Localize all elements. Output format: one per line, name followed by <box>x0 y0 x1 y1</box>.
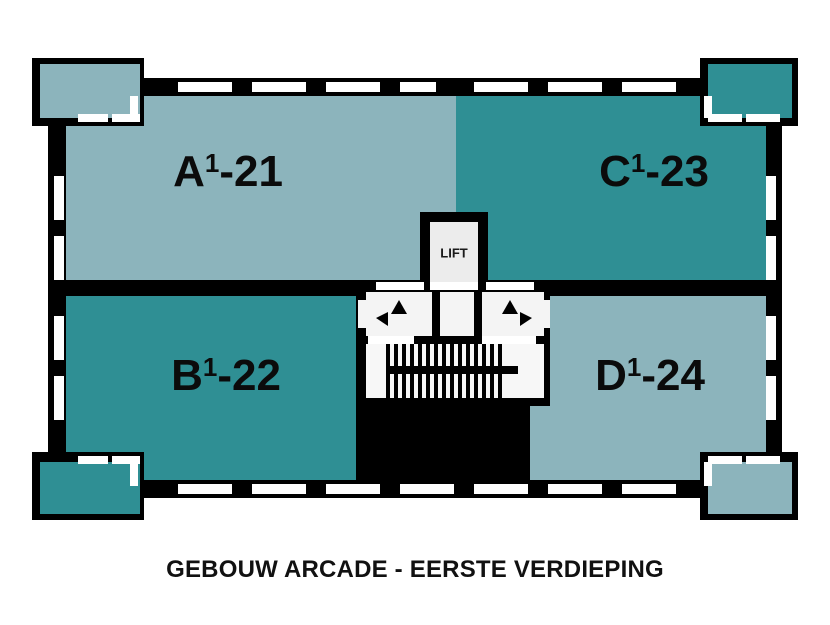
balcony-br-fill <box>708 462 792 514</box>
window-left-2 <box>54 236 64 280</box>
unit-c-base: C <box>599 147 631 196</box>
window-top-7 <box>622 82 676 92</box>
balcony-br-door-2 <box>746 456 780 464</box>
divider-wall-right <box>520 280 782 296</box>
window-bottom-4 <box>400 484 454 494</box>
unit-label-a: A1-21 <box>173 147 283 196</box>
balcony-bottom-right <box>700 452 798 520</box>
unit-d-base: D <box>595 351 627 400</box>
balcony-tr-door-3 <box>704 96 712 118</box>
top-wall-windows <box>178 82 676 92</box>
window-top-1 <box>178 82 232 92</box>
mid-divider-wall <box>48 280 782 296</box>
window-top-2 <box>252 82 306 92</box>
balcony-br-door-1 <box>708 456 742 464</box>
unit-b-superscript: 1 <box>203 352 217 382</box>
unit-label-c: C1-23 <box>599 147 709 196</box>
window-bottom-6 <box>548 484 602 494</box>
plan-caption: GEBOUW ARCADE - EERSTE VERDIEPING <box>166 556 664 583</box>
balcony-tl-door-3 <box>130 96 138 118</box>
arrow-right-icon <box>520 312 532 326</box>
landing-left-top-gap <box>376 282 424 290</box>
window-bottom-2 <box>252 484 306 494</box>
window-right-4 <box>766 376 776 420</box>
unit-labels: A1-21 C1-23 B1-22 D1-24 <box>171 147 709 400</box>
landing-middle-top-gap <box>430 282 478 290</box>
arrow-left-icon <box>376 312 388 326</box>
window-top-3 <box>326 82 380 92</box>
window-top-4 <box>400 82 436 92</box>
unit-label-b: B1-22 <box>171 351 281 400</box>
balcony-top-right <box>700 58 798 126</box>
core-lift-stair: LIFT <box>358 212 550 406</box>
balcony-tl-door-2 <box>112 114 140 122</box>
window-bottom-5 <box>474 484 528 494</box>
unit-a-superscript: 1 <box>205 148 219 178</box>
landing-middle-box <box>440 292 474 336</box>
unit-c-suffix: -23 <box>645 147 709 196</box>
stair-stringer-bar <box>386 366 518 374</box>
unit-a-suffix: -21 <box>219 147 283 196</box>
window-right-1 <box>766 176 776 220</box>
bottom-wall-windows <box>178 484 676 494</box>
balcony-bl-fill <box>40 462 140 514</box>
window-left-1 <box>54 176 64 220</box>
balcony-tr-door-2 <box>746 114 780 122</box>
unit-b-base: B <box>171 351 203 400</box>
balcony-bl-door-3 <box>130 462 138 486</box>
balcony-tr-door-1 <box>708 114 742 122</box>
window-bottom-1 <box>178 484 232 494</box>
balcony-br-door-3 <box>704 462 712 486</box>
room-fills <box>66 96 766 480</box>
arrow-up-icon-left <box>391 300 407 314</box>
room-b-fill <box>66 296 356 480</box>
landing-left-door-slot <box>358 300 368 328</box>
window-bottom-3 <box>326 484 380 494</box>
window-top-6 <box>548 82 602 92</box>
unit-d-suffix: -24 <box>641 351 705 400</box>
room-a-fill <box>66 96 436 280</box>
landing-right-door-slot <box>540 300 550 328</box>
stair-access-left <box>368 336 414 344</box>
balcony-bl-door-1 <box>78 456 108 464</box>
arrow-up-icon-right <box>502 300 518 314</box>
divider-wall-left <box>48 280 438 296</box>
balcony-top-left <box>32 58 144 126</box>
room-c-fill <box>456 96 766 280</box>
left-wall-windows <box>54 176 64 420</box>
window-left-3 <box>54 316 64 360</box>
unit-c-superscript: 1 <box>631 148 645 178</box>
window-top-5 <box>474 82 528 92</box>
window-right-3 <box>766 316 776 360</box>
window-right-2 <box>766 236 776 280</box>
balcony-tr-fill <box>708 64 792 118</box>
unit-label-d: D1-24 <box>595 351 705 400</box>
balcony-bottom-left <box>32 452 144 520</box>
unit-b-suffix: -22 <box>217 351 281 400</box>
lift-label: LIFT <box>440 245 467 260</box>
right-wall-windows <box>766 176 776 420</box>
room-d-fill <box>530 296 766 480</box>
balcony-tl-door-1 <box>78 114 108 122</box>
unit-a-base: A <box>173 147 205 196</box>
window-left-4 <box>54 376 64 420</box>
balcony-bl-door-2 <box>112 456 140 464</box>
landing-right-top-gap <box>486 282 534 290</box>
unit-d-superscript: 1 <box>627 352 641 382</box>
lift-shaft-fill <box>430 222 478 288</box>
balcony-tl-fill <box>40 64 140 118</box>
stair-access-right <box>482 336 536 344</box>
window-bottom-7 <box>622 484 676 494</box>
